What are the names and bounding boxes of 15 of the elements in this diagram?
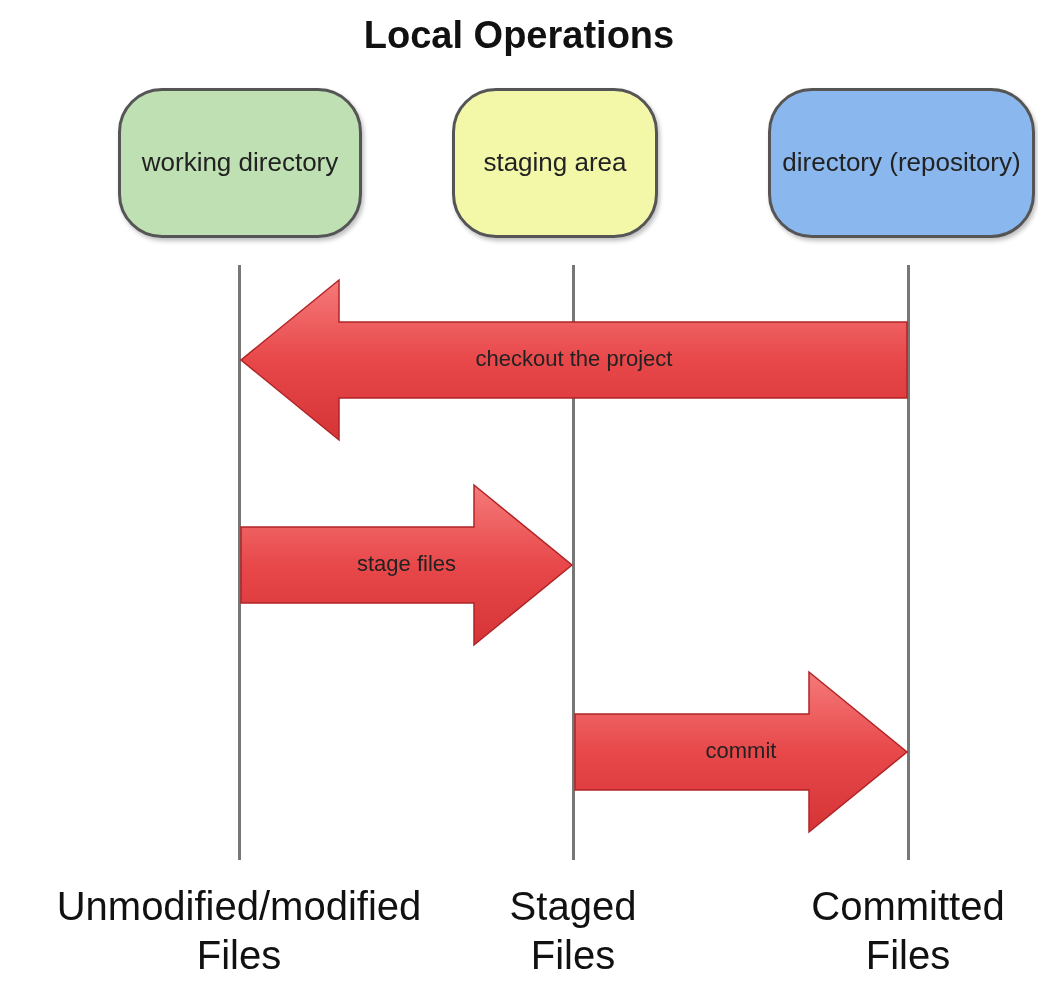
stage-box: working directory bbox=[118, 88, 362, 238]
lifeline bbox=[907, 265, 910, 860]
block-arrow bbox=[240, 483, 574, 647]
lifeline bbox=[238, 265, 241, 860]
stage-box: directory (repository) bbox=[768, 88, 1035, 238]
diagram-title: Local Operations bbox=[362, 14, 676, 57]
state-label: Committed Files bbox=[810, 883, 1006, 979]
block-arrow bbox=[239, 278, 908, 442]
edge-label: stage files bbox=[355, 551, 458, 577]
edge-label: commit bbox=[704, 738, 778, 764]
stage-box: staging area bbox=[452, 88, 658, 238]
block-arrow bbox=[574, 670, 909, 834]
edge-label: checkout the project bbox=[474, 346, 674, 372]
state-label: Unmodified/modified Files bbox=[55, 883, 423, 979]
state-label: Staged Files bbox=[508, 883, 638, 979]
